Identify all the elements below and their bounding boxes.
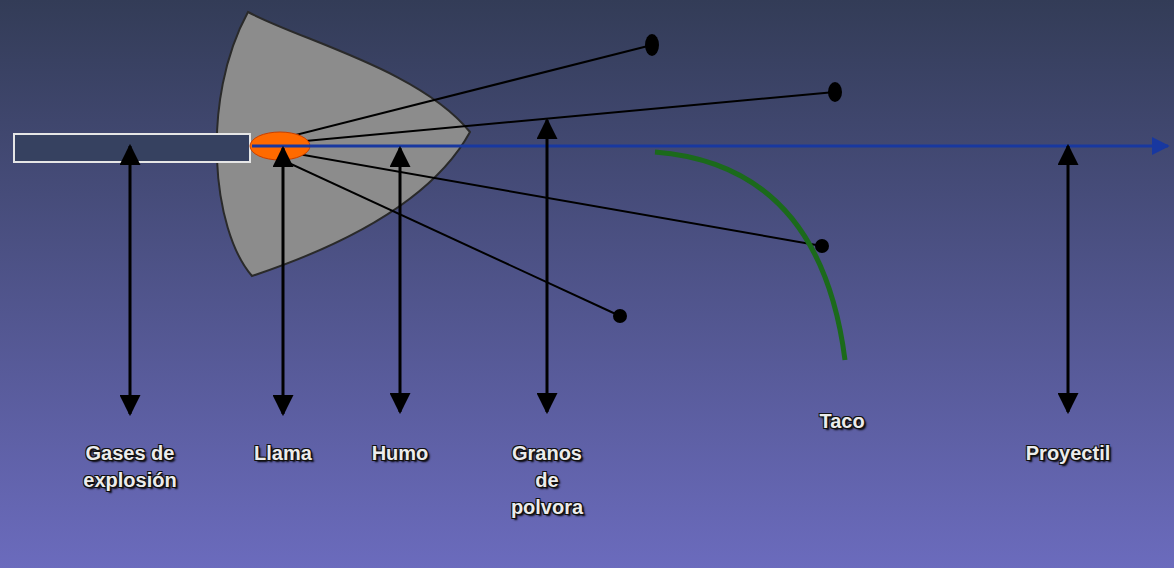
powder-grains [613, 34, 842, 323]
gun-barrel [14, 134, 250, 162]
smoke-label: Humo [372, 440, 429, 467]
projectile-path [252, 145, 1168, 148]
smoke-cloud [217, 12, 470, 276]
wad-label: Taco [819, 408, 864, 435]
wad-path [655, 152, 845, 360]
leader-arrows [130, 120, 1068, 414]
powder-grains-label: Granos de polvora [511, 440, 583, 521]
flame-label: Llama [254, 440, 312, 467]
projectile-label: Proyectil [1026, 440, 1110, 467]
explosion-gases-label: Gases de explosión [83, 440, 176, 494]
